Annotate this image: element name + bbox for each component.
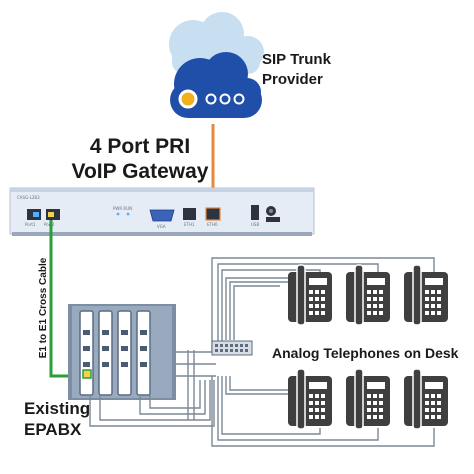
analog-phones-label: Analog Telephones on Desk	[272, 345, 459, 361]
desk-phone-icon	[403, 264, 449, 326]
svg-text:PWR RUN: PWR RUN	[113, 206, 132, 211]
gateway-title-line2: VoIP Gateway	[71, 160, 209, 183]
phone-wiring	[89, 257, 435, 447]
desk-phone-icon	[287, 368, 333, 430]
svg-text:ETH0: ETH0	[207, 222, 218, 227]
patch-panel	[211, 340, 253, 356]
svg-text:VGA: VGA	[157, 224, 166, 229]
vga-port	[149, 209, 175, 222]
desk-phone-icon	[403, 368, 449, 430]
desk-phone-icon	[345, 368, 391, 430]
eth1-port	[183, 208, 196, 220]
svg-text:ETH1: ETH1	[184, 222, 195, 227]
desk-phone-icon	[345, 264, 391, 326]
desk-phone-icon	[287, 264, 333, 326]
svg-text:USB: USB	[251, 222, 259, 227]
epabx-label: Existing EPABX	[24, 398, 134, 440]
cross-cable-label: E1 to E1 Cross Cable	[38, 257, 49, 359]
device-brand: CASG-L2B3	[17, 195, 40, 200]
epabx-label-line2: EPABX	[24, 420, 82, 439]
gateway-device: CASG-L2B3 Port1 Port2 PWR RUN VGA ETH1 E…	[9, 187, 315, 236]
epabx-label-line1: Existing	[24, 399, 91, 418]
svg-text:Port2: Port2	[44, 222, 55, 227]
gateway-title: 4 Port PRI VoIP Gateway	[40, 134, 240, 184]
gateway-title-line1: 4 Port PRI	[89, 135, 191, 158]
cloud-icon	[169, 12, 264, 118]
eth0-port	[205, 207, 221, 221]
svg-text:Port1: Port1	[25, 222, 36, 227]
epabx-rack-icon	[68, 304, 176, 400]
sip-trunk-provider-label: SIP Trunk Provider	[262, 51, 331, 88]
